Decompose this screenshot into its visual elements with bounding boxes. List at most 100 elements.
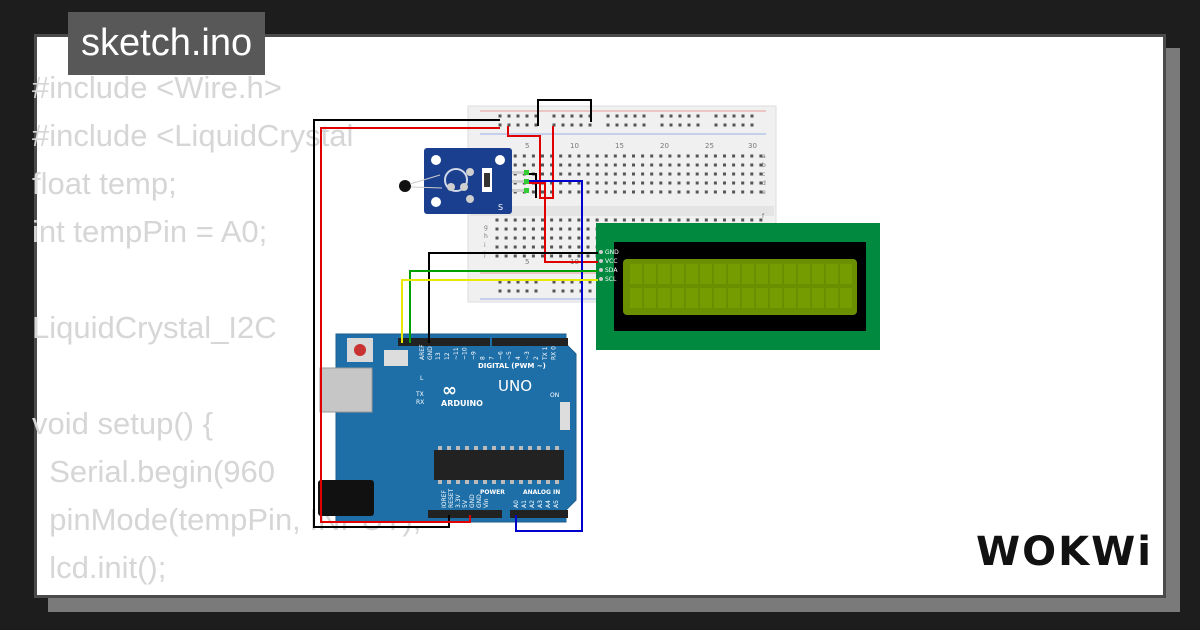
reset-button-cap-icon bbox=[354, 344, 366, 356]
wire-black bbox=[428, 252, 598, 343]
wokwi-logo: WOKWi bbox=[976, 529, 1153, 575]
power-header-label: POWER bbox=[480, 489, 505, 496]
pin-label: A1 bbox=[521, 500, 528, 508]
pin-label: 2 bbox=[533, 356, 540, 360]
led-rx-label: RX bbox=[416, 399, 424, 406]
pin-label: ~9 bbox=[471, 351, 478, 360]
breadboard-row-label: e bbox=[762, 189, 766, 196]
pin-label: 8 bbox=[480, 356, 487, 360]
lcd-pin-label: GND bbox=[605, 249, 619, 256]
sensor-label: S bbox=[498, 203, 503, 212]
board-name-label: ARDUINO bbox=[441, 399, 483, 408]
breadboard-col-label: 15 bbox=[615, 142, 624, 150]
pin-label: A5 bbox=[553, 500, 560, 508]
usb-port bbox=[319, 367, 373, 413]
mounting-hole-icon bbox=[431, 197, 441, 207]
breadboard-col-label: 20 bbox=[660, 142, 669, 150]
wire-yellow bbox=[401, 279, 598, 343]
thermistor-icon bbox=[399, 180, 411, 192]
code-line: #include <Wire.h> bbox=[32, 70, 282, 105]
lcd-character-grid bbox=[630, 264, 852, 308]
breadboard-col-label: 10 bbox=[570, 142, 579, 150]
pin-label: RESET bbox=[448, 488, 455, 508]
code-line: float temp; bbox=[32, 166, 177, 201]
code-line: int tempPin = A0; bbox=[32, 214, 268, 249]
pin-label: A3 bbox=[537, 500, 544, 508]
lcd-pin-label: VCC bbox=[605, 258, 617, 265]
code-line: Serial.begin(960 bbox=[32, 454, 275, 489]
breadboard-row-label: a bbox=[762, 153, 766, 160]
breadboard-row-label: b bbox=[762, 162, 766, 169]
code-line: LiquidCrystal_I2C bbox=[32, 310, 277, 345]
lcd-pin-label: SCL bbox=[605, 276, 617, 283]
breadboard-col-label: 5 bbox=[525, 258, 529, 266]
breadboard-row-label: f bbox=[762, 213, 765, 220]
pin-label: ~10 bbox=[462, 347, 469, 360]
lcd-display[interactable]: GND VCC SDA SCL bbox=[596, 223, 880, 350]
pin-label: 12 bbox=[444, 352, 451, 360]
wire-red bbox=[507, 126, 554, 199]
analog-header-label: ANALOG IN bbox=[523, 489, 560, 496]
infinity-logo-icon: ∞ bbox=[442, 380, 457, 401]
board-model-label: UNO bbox=[498, 377, 532, 395]
code-line: lcd.init(); bbox=[32, 550, 167, 585]
pin-label: GND bbox=[427, 346, 434, 360]
pin-label: TX 1 bbox=[542, 346, 549, 361]
led-l-label: L bbox=[420, 375, 424, 382]
power-jack bbox=[318, 480, 374, 516]
wire-black bbox=[537, 99, 592, 126]
pin-label: A0 bbox=[513, 500, 520, 508]
pin-label: GND bbox=[476, 494, 483, 508]
pin-label: ~6 bbox=[497, 351, 504, 360]
breadboard-row-label: i bbox=[484, 242, 486, 249]
wires bbox=[313, 99, 598, 532]
sketch-title: sketch.ino bbox=[81, 22, 253, 64]
pin-label: A2 bbox=[529, 500, 536, 508]
sketch-title-tab[interactable]: sketch.ino bbox=[68, 12, 266, 75]
chip-pins bbox=[438, 446, 559, 484]
digital-header-label: DIGITAL (PWM ~) bbox=[478, 362, 546, 370]
pin-label: ~3 bbox=[524, 351, 531, 360]
code-preview: #include <Wire.h>#include <LiquidCrystal… bbox=[32, 64, 421, 592]
microcontroller-chip bbox=[434, 450, 564, 480]
pin-label: ~5 bbox=[506, 351, 513, 360]
pin-label: GND bbox=[469, 494, 476, 508]
breadboard-row-label: d bbox=[762, 180, 766, 187]
breadboard-row-label: h bbox=[484, 233, 488, 240]
breadboard-col-label: 5 bbox=[525, 142, 529, 150]
breadboard-col-label: 25 bbox=[705, 142, 714, 150]
led-on-label: ON bbox=[550, 392, 559, 399]
code-line: void setup() { bbox=[32, 406, 213, 441]
wire-black bbox=[529, 173, 537, 198]
breadboard-col-label: 30 bbox=[748, 142, 757, 150]
pin-label: 3.3V bbox=[455, 493, 462, 508]
pin-label: ~11 bbox=[453, 347, 460, 360]
sensor-pcb bbox=[424, 148, 512, 214]
pin-label: 5V bbox=[462, 499, 469, 508]
pin-label: AREF bbox=[419, 344, 426, 360]
mounting-hole-icon bbox=[431, 155, 441, 165]
pin-label: 7 bbox=[488, 356, 495, 360]
pin-label: 4 bbox=[515, 356, 522, 360]
breadboard-row-label: j bbox=[483, 251, 486, 258]
led-tx-label: TX bbox=[415, 391, 424, 398]
breadboard-row-label: c bbox=[762, 171, 765, 178]
wire-red bbox=[529, 182, 598, 263]
pin-label: A4 bbox=[545, 500, 552, 508]
breadboard-row-label: g bbox=[484, 224, 488, 231]
wire-green bbox=[409, 270, 598, 343]
lcd-pin-label: SDA bbox=[605, 267, 618, 274]
wire-blue bbox=[515, 180, 583, 532]
wire-red bbox=[320, 127, 500, 523]
pin-label: RX 0 bbox=[551, 346, 558, 360]
mounting-hole-icon bbox=[495, 155, 505, 165]
temperature-sensor-module[interactable]: S bbox=[399, 148, 529, 214]
pin-label: 13 bbox=[435, 352, 442, 360]
pin-label: IOREF bbox=[441, 490, 448, 508]
pin-label: Vin bbox=[483, 498, 490, 508]
